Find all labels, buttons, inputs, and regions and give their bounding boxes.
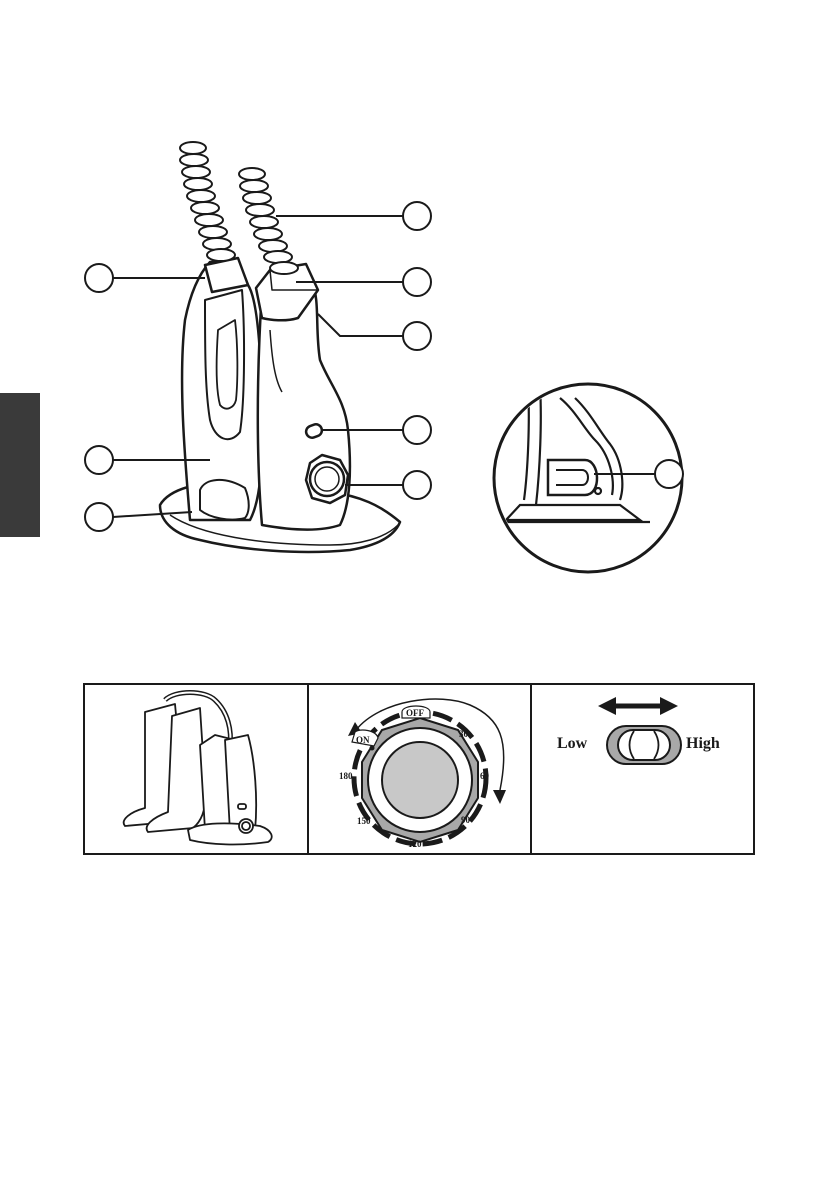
dial-mark-120: 120: [408, 839, 422, 849]
callout-marker: [655, 460, 683, 488]
left-collar: [205, 258, 248, 292]
callout-marker: [403, 322, 431, 350]
dial-mark-150: 150: [357, 816, 371, 826]
callout-marker: [403, 471, 431, 499]
dial-mark-off: OFF: [406, 708, 424, 718]
callout-marker: [403, 268, 431, 296]
panel-fan-switch: Low High: [557, 697, 720, 764]
dial-mark-90: 90: [461, 815, 471, 825]
dial-mark-30: 30: [459, 729, 469, 739]
panel-timer-dial: OFF ON 30 60 90 120 150 180: [339, 699, 506, 849]
callout-marker: [85, 503, 113, 531]
left-hose: [180, 142, 235, 262]
callout-marker: [85, 446, 113, 474]
panel-boots: [124, 693, 272, 845]
detail-view: [494, 384, 683, 572]
callout-marker: [403, 202, 431, 230]
dial-mark-on: ON: [356, 735, 370, 745]
switch-icon: [548, 460, 597, 495]
boot-dryer-illustration: [160, 142, 400, 552]
timer-knob: [306, 455, 348, 503]
callout-marker: [403, 416, 431, 444]
dial-mark-180: 180: [339, 771, 353, 781]
switch-low-label: Low: [557, 735, 588, 752]
dial-knob: [382, 742, 458, 818]
dial-mark-60: 60: [480, 771, 490, 781]
right-hose: [239, 168, 298, 274]
callout-marker: [85, 264, 113, 292]
switch-high-label: High: [686, 735, 720, 752]
